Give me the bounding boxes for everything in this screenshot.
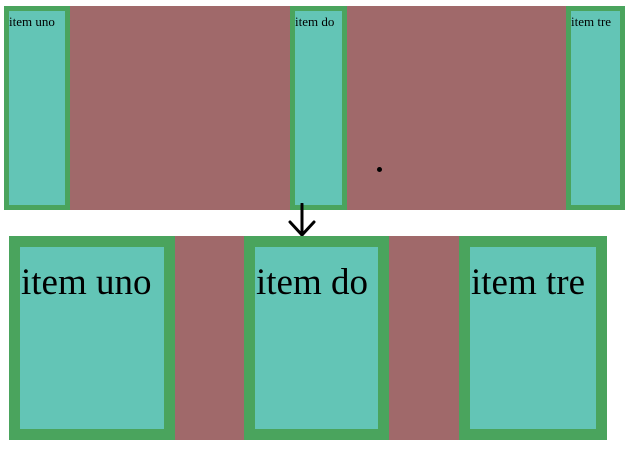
before-item-uno-label: item uno bbox=[9, 14, 55, 29]
before-flex-container: item uno item do item tre bbox=[4, 6, 625, 210]
after-item-uno-label: item uno bbox=[21, 262, 152, 303]
after-item-tre-label: item tre bbox=[471, 262, 586, 303]
before-item-uno: item uno bbox=[4, 6, 70, 210]
down-arrow-icon bbox=[288, 203, 316, 237]
before-item-tre-label: item tre bbox=[571, 14, 612, 29]
before-item-do: item do bbox=[290, 6, 347, 210]
after-item-uno: item uno bbox=[9, 236, 175, 440]
after-item-do: item do bbox=[244, 236, 389, 440]
after-item-do-label: item do bbox=[256, 262, 369, 303]
before-item-do-label: item do bbox=[295, 14, 335, 29]
dot-icon bbox=[377, 167, 382, 172]
before-item-tre: item tre bbox=[566, 6, 625, 210]
after-flex-container: item uno item do item tre bbox=[9, 236, 607, 440]
after-item-tre: item tre bbox=[459, 236, 607, 440]
